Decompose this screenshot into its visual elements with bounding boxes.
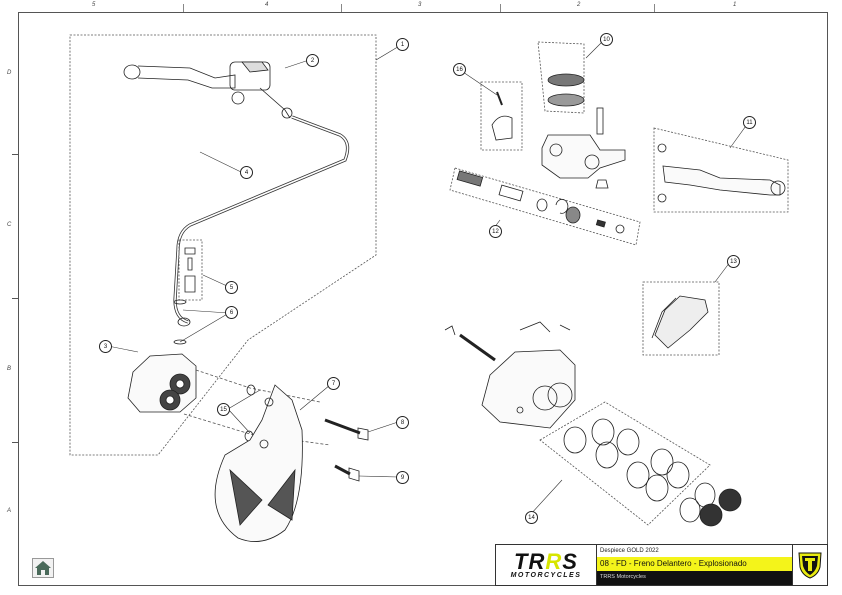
home-button[interactable] [32, 558, 54, 578]
zone-col-2: 2 [577, 2, 581, 8]
group-14-boundary [539, 401, 711, 526]
zone-divider [500, 4, 501, 12]
callout-9[interactable]: 9 [396, 471, 409, 484]
piston-seals-drawing [563, 418, 742, 527]
lever-kit-drawing [657, 143, 786, 203]
callout-2[interactable]: 2 [306, 54, 319, 67]
bolt-9-drawing [348, 467, 360, 482]
callout-7[interactable]: 7 [327, 377, 340, 390]
zone-row-a: A [7, 508, 12, 514]
callout-12[interactable]: 12 [489, 225, 502, 238]
zone-col-1: 1 [733, 2, 737, 8]
reservoir-diaphragm-drawing [547, 93, 585, 107]
group-16-boundary [480, 81, 523, 151]
group-1-boundary [69, 34, 377, 456]
zone-divider [654, 4, 655, 12]
callout-15[interactable]: 15 [217, 403, 230, 416]
bolt-8-drawing [357, 427, 369, 441]
group-13-boundary [642, 281, 720, 356]
brake-pad-drawing [654, 295, 709, 349]
group-5-boundary [178, 239, 203, 301]
callout-11[interactable]: 11 [743, 116, 756, 129]
zone-col-5: 5 [92, 2, 96, 8]
title-info: Despiece GOLD 2022 08 - FD - Freno Delan… [597, 545, 792, 585]
group-11-boundary [653, 127, 789, 213]
callout-5[interactable]: 5 [225, 281, 238, 294]
banjo-bolt-drawing [184, 247, 196, 293]
disc-guard-drawing [214, 384, 303, 542]
clamp-drawing [491, 115, 513, 141]
home-icon [35, 561, 51, 575]
emblem-cell [792, 545, 827, 585]
zone-divider [12, 442, 18, 443]
washer-drawing [173, 339, 187, 345]
logo-wordmark: TRRS [514, 548, 578, 574]
callout-8[interactable]: 8 [396, 416, 409, 429]
logo-subtitle: MOTORCYCLES [510, 571, 582, 579]
callout-6[interactable]: 6 [225, 306, 238, 319]
zone-divider [12, 298, 18, 299]
title-block: TRRS MOTORCYCLES Despiece GOLD 2022 08 -… [495, 544, 828, 586]
caliper-left-drawing [127, 353, 197, 413]
trrs-logo: TRRS MOTORCYCLES [496, 545, 597, 585]
callout-16[interactable]: 16 [453, 63, 466, 76]
callout-10[interactable]: 10 [600, 33, 613, 46]
zone-divider [12, 154, 18, 155]
master-cylinder-body-drawing [541, 107, 626, 189]
zone-divider [183, 4, 184, 12]
zone-row-d: D [7, 70, 12, 76]
zone-col-3: 3 [418, 2, 422, 8]
callout-1[interactable]: 1 [396, 38, 409, 51]
washer-drawing [173, 299, 187, 305]
document-line: Despiece GOLD 2022 [600, 548, 659, 554]
trrs-shield-emblem-icon [798, 552, 822, 579]
caliper-right-drawing [444, 321, 576, 429]
piston-kit-drawing [456, 170, 625, 234]
zone-row-c: C [7, 222, 12, 228]
callout-13[interactable]: 13 [727, 255, 740, 268]
group-12-boundary [449, 167, 641, 246]
leader-lines [107, 39, 749, 516]
reservoir-cap-drawing [547, 73, 585, 87]
brake-hose-drawing [173, 115, 350, 327]
zone-row-b: B [7, 366, 12, 372]
callout-4[interactable]: 4 [240, 166, 253, 179]
callout-3[interactable]: 3 [99, 340, 112, 353]
company-name: TRRS Motorcycles [597, 571, 792, 585]
drawing-frame [18, 12, 828, 586]
sheet-title: 08 - FD - Freno Delantero - Explosionado [597, 557, 792, 571]
callout-14[interactable]: 14 [525, 511, 538, 524]
master-cylinder-drawing [123, 61, 293, 119]
zone-divider [341, 4, 342, 12]
zone-col-4: 4 [265, 2, 269, 8]
